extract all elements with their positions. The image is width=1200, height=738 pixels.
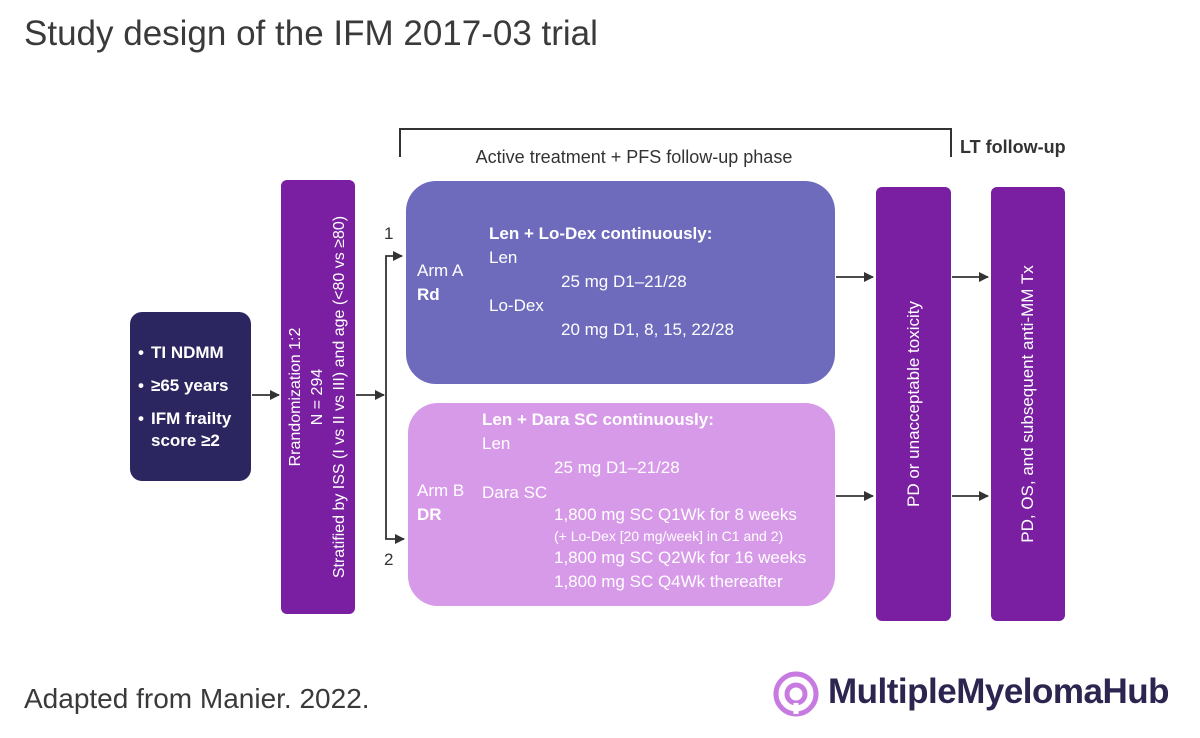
lt-outcomes-text: PD, OS, and subsequent anti-MM Tx <box>1018 265 1037 543</box>
lt-followup-label: LT follow-up <box>960 137 1066 157</box>
phase-label: Active treatment + PFS follow-up phase <box>475 147 793 167</box>
arm-b-box: Arm B DR Len + Dara SC continuously: Len… <box>408 403 835 606</box>
arm-a-dose2: 20 mg D1, 8, 15, 22/28 <box>561 320 734 339</box>
lt-outcomes-bar: PD, OS, and subsequent anti-MM Tx <box>991 187 1065 621</box>
arm-b-dose2a-note: (+ Lo-Dex [20 mg/week] in C1 and 2) <box>554 528 784 544</box>
arm-a-code: Rd <box>417 285 440 304</box>
frailty-line-2: score ≥2 <box>151 431 220 450</box>
phase-bracket <box>399 128 952 157</box>
arm-b-code: DR <box>417 505 442 524</box>
arm-b-drug2: Dara SC <box>482 483 548 502</box>
criteria-item: TI NDMM <box>138 342 251 364</box>
arm-b-label: Arm B <box>417 481 465 500</box>
arm-b-dose1: 25 mg D1–21/28 <box>554 458 680 477</box>
randomization-stratification: Stratified by ISS (I vs II vs III) and a… <box>331 215 348 579</box>
arm-number-2: 2 <box>384 550 394 569</box>
arm-a-box: Arm A Rd Len + Lo-Dex continuously: Len … <box>406 181 835 384</box>
arm-b-dose2b: 1,800 mg SC Q2Wk for 16 weeks <box>554 548 807 567</box>
logo-text: MultipleMyelomaHub <box>828 672 1170 711</box>
frailty-line-1: IFM frailty <box>151 409 232 428</box>
randomization-n: N = 294 <box>309 368 326 426</box>
source-footnote: Adapted from Manier. 2022. <box>24 683 370 714</box>
pd-toxicity-bar: PD or unacceptable toxicity <box>876 187 951 621</box>
criteria-item: ≥65 years <box>138 375 251 397</box>
arm-b-heading: Len + Dara SC continuously: <box>482 410 714 429</box>
criteria-item: IFM frailty score ≥2 <box>138 408 251 452</box>
patient-criteria-box: TI NDMM ≥65 years IFM frailty score ≥2 <box>130 312 251 481</box>
arm-a-label: Arm A <box>417 261 464 280</box>
arm-a-heading: Len + Lo-Dex continuously: <box>489 224 713 243</box>
randomization-text: Rrandomization 1:2 N = 294 Stratified by… <box>285 216 351 578</box>
randomization-ratio: Rrandomization 1:2 <box>287 327 304 467</box>
hub-spiral-icon <box>773 671 819 717</box>
arrows <box>252 251 989 544</box>
arm-a-drug2: Lo-Dex <box>489 296 544 315</box>
arm-b-dose2c: 1,800 mg SC Q4Wk thereafter <box>554 572 783 591</box>
arm-a-drug1: Len <box>489 248 518 267</box>
randomization-bar: Rrandomization 1:2 N = 294 Stratified by… <box>281 180 355 614</box>
pd-toxicity-text: PD or unacceptable toxicity <box>903 301 923 507</box>
page-title: Study design of the IFM 2017-03 trial <box>24 14 598 53</box>
arm-a-dose1: 25 mg D1–21/28 <box>561 272 687 291</box>
arm-number-1: 1 <box>384 224 394 243</box>
arm-b-drug1: Len <box>482 434 511 453</box>
arm-b-dose2a: 1,800 mg SC Q1Wk for 8 weeks <box>554 505 797 524</box>
